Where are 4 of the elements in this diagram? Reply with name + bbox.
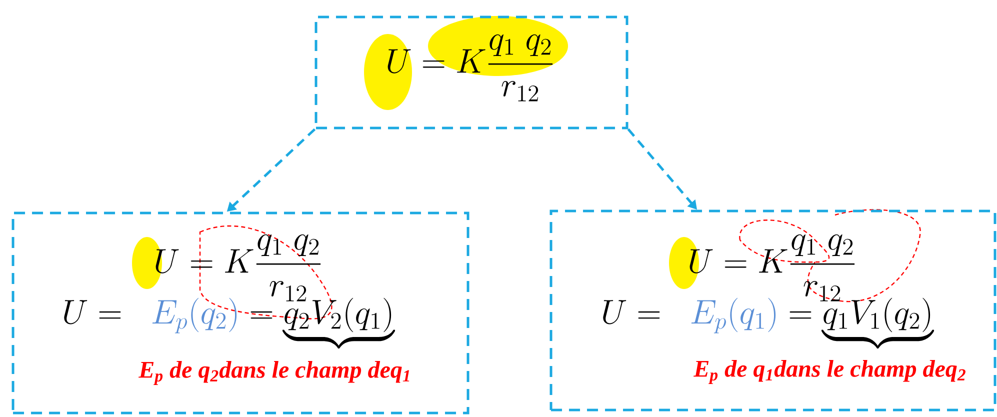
dashed-box: [12, 212, 470, 414]
dashed-box: [550, 210, 996, 412]
annotation-text: E$_{p}$ de q$_{1}$dans le champ deq$_{2}$: [693, 360, 966, 384]
annotation-text: E$_{p}$ de q$_{2}$dans le champ deq$_{1}$: [138, 361, 410, 385]
